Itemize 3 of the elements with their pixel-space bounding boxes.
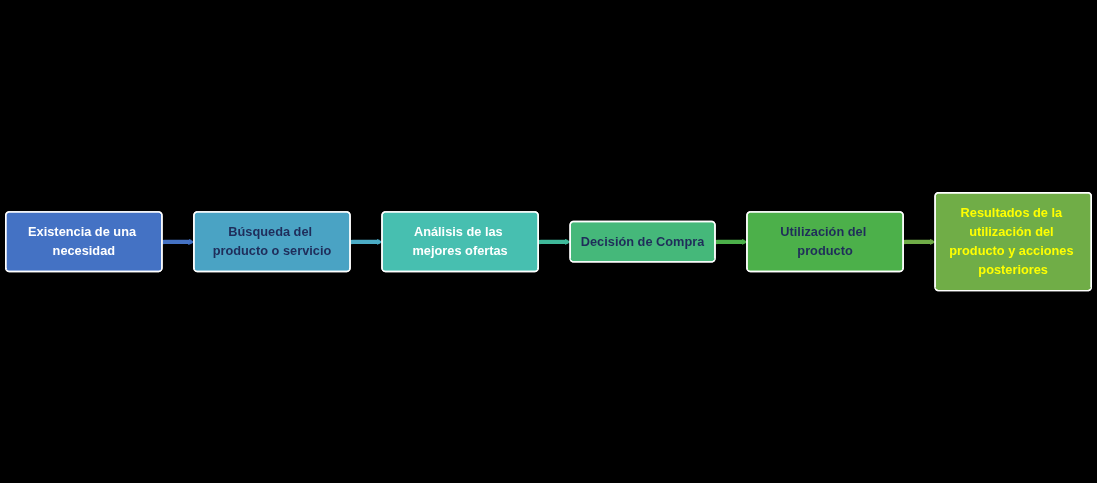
arrow — [350, 238, 383, 245]
arrow — [538, 238, 571, 245]
arrow — [903, 238, 936, 245]
